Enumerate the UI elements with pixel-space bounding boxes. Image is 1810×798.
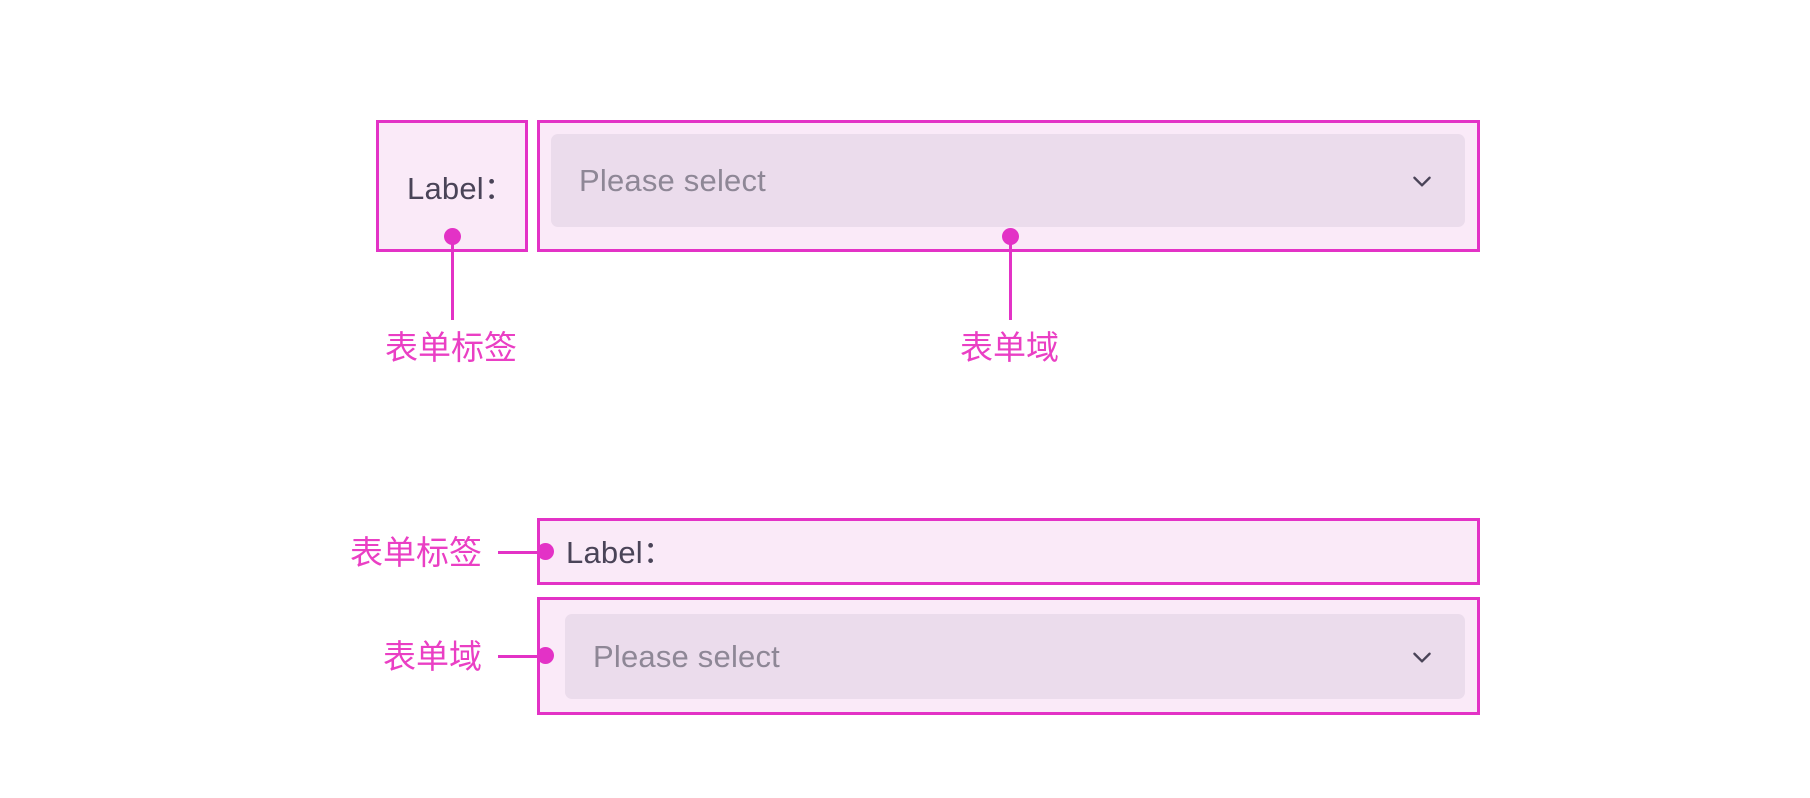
horizontal-label-callout-text: 表单标签 bbox=[385, 328, 517, 367]
vertical-form-select-placeholder: Please select bbox=[593, 639, 780, 674]
horizontal-field-callout-text: 表单域 bbox=[960, 328, 1059, 367]
vertical-form-label-box bbox=[537, 518, 1480, 585]
vertical-label-callout-dot bbox=[537, 543, 554, 560]
horizontal-form-select[interactable]: Please select bbox=[551, 134, 1465, 227]
chevron-down-icon[interactable] bbox=[1409, 644, 1435, 670]
vertical-field-callout-line bbox=[498, 655, 543, 658]
horizontal-form-label-text: Label： bbox=[407, 171, 516, 206]
vertical-form-label-text: Label： bbox=[566, 535, 675, 570]
vertical-label-callout-text: 表单标签 bbox=[350, 533, 482, 572]
vertical-form-select[interactable]: Please select bbox=[565, 614, 1465, 699]
horizontal-form-select-placeholder: Please select bbox=[579, 163, 766, 198]
horizontal-label-callout-line bbox=[451, 236, 454, 320]
vertical-field-callout-dot bbox=[537, 647, 554, 664]
vertical-field-callout-text: 表单域 bbox=[383, 637, 482, 676]
vertical-label-callout-line bbox=[498, 551, 543, 554]
horizontal-field-callout-line bbox=[1009, 236, 1012, 320]
chevron-down-icon[interactable] bbox=[1409, 168, 1435, 194]
